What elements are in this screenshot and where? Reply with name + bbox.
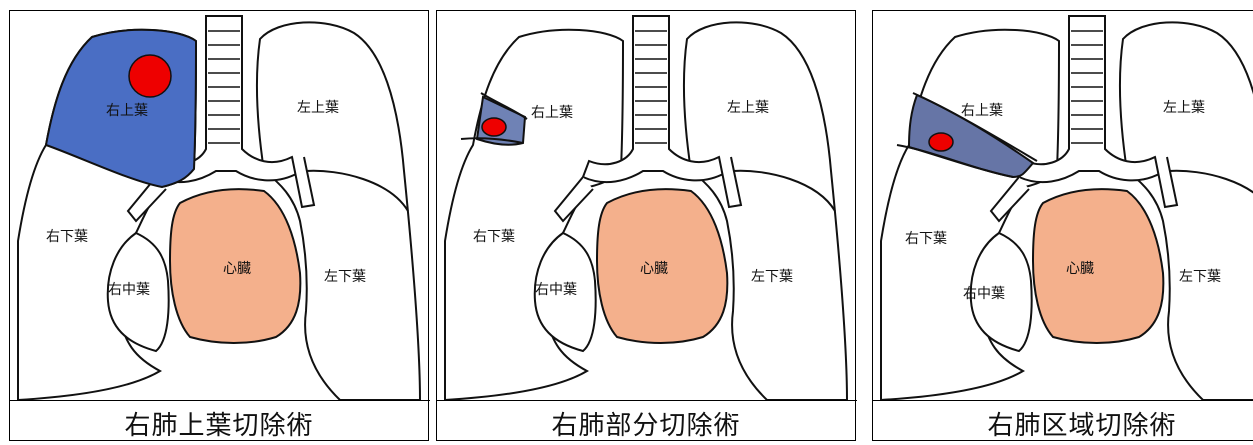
label-right-upper-lobe: 右上葉: [961, 103, 1003, 119]
label-left-upper-lobe: 左上葉: [297, 100, 339, 116]
right-lung: [881, 30, 1059, 400]
label-right-upper-lobe: 右上葉: [531, 105, 573, 121]
label-left-lower-lobe: 左下葉: [324, 269, 366, 285]
label-right-lower-lobe: 右下葉: [905, 231, 947, 247]
tumor-marker: [482, 118, 506, 136]
chest-anatomy: [445, 16, 847, 400]
label-right-middle-lobe: 右中葉: [963, 286, 1005, 302]
caption-box: 右肺区域切除術: [872, 400, 1253, 445]
label-right-middle-lobe: 右中葉: [108, 282, 150, 298]
label-left-upper-lobe: 左上葉: [727, 100, 769, 116]
panel-partial-resection: 右上葉 左上葉 右下葉 右中葉 心臓 左下葉 右肺部分切除術: [436, 10, 856, 441]
label-heart: 心臓: [640, 261, 668, 277]
panel-segmentectomy: 右上葉 左上葉 右下葉 右中葉 心臓 左下葉 右肺区域切除術: [872, 10, 1253, 441]
caption-box: 右肺部分切除術: [436, 400, 857, 445]
tumor-marker: [129, 55, 171, 97]
caption-partial-resection: 右肺部分切除術: [551, 405, 740, 442]
lung-diagram: 右上葉 左上葉 右下葉 右中葉 心臓 左下葉: [437, 11, 854, 400]
label-right-lower-lobe: 右下葉: [473, 229, 515, 245]
label-left-lower-lobe: 左下葉: [751, 269, 793, 285]
caption-segmentectomy: 右肺区域切除術: [987, 405, 1176, 442]
caption-box: 右肺上葉切除術: [9, 400, 430, 445]
label-left-lower-lobe: 左下葉: [1179, 269, 1221, 285]
chest-anatomy: [881, 16, 1253, 400]
lung-diagram: 右上葉 左上葉 右下葉 右中葉 心臓 左下葉: [873, 11, 1253, 400]
label-left-upper-lobe: 左上葉: [1163, 100, 1205, 116]
heart: [1033, 189, 1163, 343]
panel-lobectomy: 右上葉 左上葉 右下葉 右中葉 心臓 左下葉 右肺上葉切除術: [9, 10, 429, 441]
right-lung: [445, 30, 623, 400]
label-heart: 心臓: [223, 261, 251, 277]
label-right-lower-lobe: 右下葉: [46, 229, 88, 245]
lung-diagram: 右上葉 左上葉 右下葉 右中葉 心臓 左下葉: [10, 11, 427, 400]
tumor-marker: [929, 133, 953, 151]
caption-lobectomy: 右肺上葉切除術: [124, 405, 313, 442]
label-heart: 心臓: [1066, 261, 1094, 277]
label-right-upper-lobe: 右上葉: [106, 103, 148, 119]
label-right-middle-lobe: 右中葉: [535, 282, 577, 298]
